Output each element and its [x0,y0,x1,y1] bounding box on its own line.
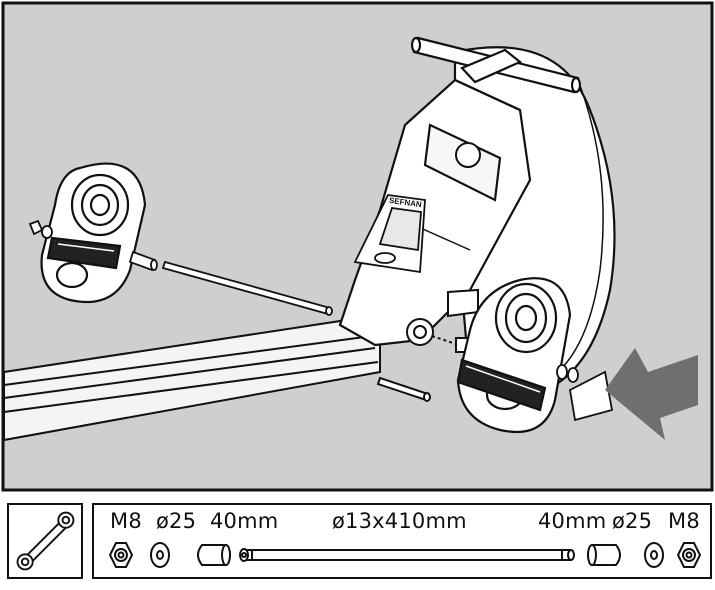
part-label-washer-right: ø25 [612,509,653,533]
frame-rod [376,376,431,402]
hex-nut-icon [108,542,134,568]
exploded-parts [28,219,333,316]
wrench-icon [16,511,75,571]
hex-nut-icon [676,542,702,568]
part-label-washer-left: ø25 [156,509,197,533]
console: SEFNAN [353,194,426,274]
washer-icon [644,542,664,568]
footrest-right [456,277,572,434]
footrest-left [40,162,147,304]
right-fasteners [556,364,614,422]
tool-panel [7,503,83,579]
axle-rod-icon [239,548,575,562]
part-label-spacer-right: 40mm [538,509,607,533]
parts-illustrations [108,542,702,568]
direction-arrow [605,348,698,440]
spacer-tube-icon [197,544,231,566]
spacer-tube-icon [587,544,621,566]
part-label-nut-right: M8 [668,509,700,533]
housing-hub [406,142,481,353]
part-label-spacer-left: 40mm [210,509,279,533]
parts-panel: M8 ø25 40mm ø13x410mm 40mm ø25 M8 [92,503,712,579]
part-label-axle: ø13x410mm [332,509,467,533]
washer-icon [150,542,170,568]
part-label-nut-left: M8 [110,509,142,533]
assembly-scene: SEFNAN [1,1,714,492]
handle-bar [410,36,582,94]
